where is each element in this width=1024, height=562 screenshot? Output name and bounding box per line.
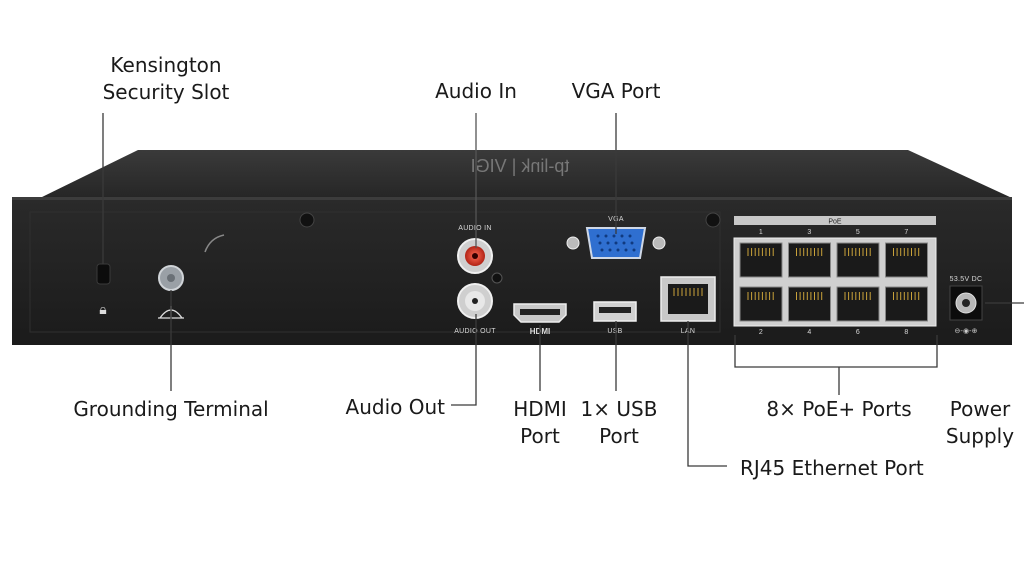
callout-poe-text: 8× PoE+ Ports	[766, 397, 912, 421]
callout-hdmi: HDMI Port	[500, 396, 580, 450]
callout-hdmi-line2: Port	[520, 424, 560, 448]
screw-left	[299, 212, 315, 228]
grounding-screw-center	[167, 274, 175, 282]
chassis-inner-panel	[29, 211, 721, 333]
poe-port-6	[836, 286, 880, 322]
callout-audio-in: Audio In	[426, 78, 526, 105]
poe-port-number-7: 7	[904, 229, 908, 236]
callout-hdmi-line1: HDMI	[513, 397, 567, 421]
poe-port-number-1: 1	[759, 229, 763, 236]
kensington-slot	[96, 263, 111, 285]
audio-in-label: AUDIO IN	[458, 225, 492, 232]
power-rating-label: 53.5V DC	[950, 276, 983, 283]
poe-port-number-3: 3	[807, 229, 811, 236]
audio-in-hole	[472, 253, 478, 259]
poe-port-number-6: 6	[856, 329, 860, 336]
callout-rj45-text: RJ45 Ethernet Port	[740, 456, 924, 480]
hdmi-port-inner	[520, 309, 560, 315]
callout-grounding-text: Grounding Terminal	[73, 397, 269, 421]
callout-usb-line1: 1× USB	[580, 397, 658, 421]
audio-screw	[491, 272, 503, 284]
polarity-icon: ⊖-◉-⊕	[955, 327, 978, 335]
callout-usb-line2: Port	[599, 424, 639, 448]
leader-poe-bracket	[734, 335, 938, 368]
callout-vga: VGA Port	[561, 78, 671, 105]
poe-port-numbers: 1 3 5 7 2 4 6 8	[759, 229, 908, 336]
callout-grounding: Grounding Terminal	[66, 396, 276, 423]
callout-usb: 1× USB Port	[574, 396, 664, 450]
audio-out-label: AUDIO OUT	[454, 328, 496, 335]
poe-header-bar	[734, 216, 936, 225]
vga-screw-left	[566, 236, 580, 250]
poe-port-number-2: 2	[759, 329, 763, 336]
callout-audio-out-text: Audio Out	[345, 395, 445, 419]
lock-icon: 🔒︎	[99, 302, 106, 318]
callout-poe: 8× PoE+ Ports	[754, 396, 924, 423]
poe-port-1	[739, 242, 783, 278]
poe-port-3	[788, 242, 831, 278]
leader-rj45	[687, 321, 727, 467]
poe-port-number-8: 8	[904, 329, 908, 336]
arc-mark	[204, 234, 225, 253]
callout-audio-in-text: Audio In	[435, 79, 517, 103]
poe-port-2	[739, 286, 783, 322]
poe-port-number-5: 5	[856, 229, 860, 236]
audio-out-hole	[472, 298, 478, 304]
callout-kensington-line2: Security Slot	[102, 80, 230, 104]
chassis-top	[40, 150, 1012, 198]
lan-port-inner	[668, 284, 708, 314]
callout-kensington-line1: Kensington	[110, 53, 222, 77]
poe-port-number-4: 4	[807, 329, 811, 336]
poe-port-5	[836, 242, 880, 278]
callout-power-line1: Power	[949, 397, 1011, 421]
poe-label: PoE	[828, 219, 842, 226]
poe-port-grid	[739, 242, 928, 322]
leader-lines	[102, 113, 1024, 467]
usb-label: USB	[607, 328, 622, 335]
callout-power: Power Supply	[940, 396, 1020, 450]
poe-port-8	[885, 286, 928, 322]
callout-rj45: RJ45 Ethernet Port	[740, 455, 950, 482]
lan-contacts	[673, 288, 703, 296]
poe-port-7	[885, 242, 928, 278]
vga-pins	[596, 234, 636, 252]
callout-kensington: Kensington Security Slot	[96, 52, 236, 106]
poe-port-4	[788, 286, 831, 322]
leader-audio-out	[451, 314, 477, 406]
callout-power-line2: Supply	[945, 424, 1015, 448]
brand-text: tp-link | VIGI	[471, 156, 570, 176]
vga-screw-right	[652, 236, 666, 250]
chassis-edge	[12, 197, 1012, 200]
callout-vga-text: VGA Port	[571, 79, 661, 103]
power-socket-pin	[962, 299, 970, 307]
usb-port-inner	[599, 307, 631, 313]
callout-audio-out: Audio Out	[330, 394, 445, 421]
screw-right	[705, 212, 721, 228]
